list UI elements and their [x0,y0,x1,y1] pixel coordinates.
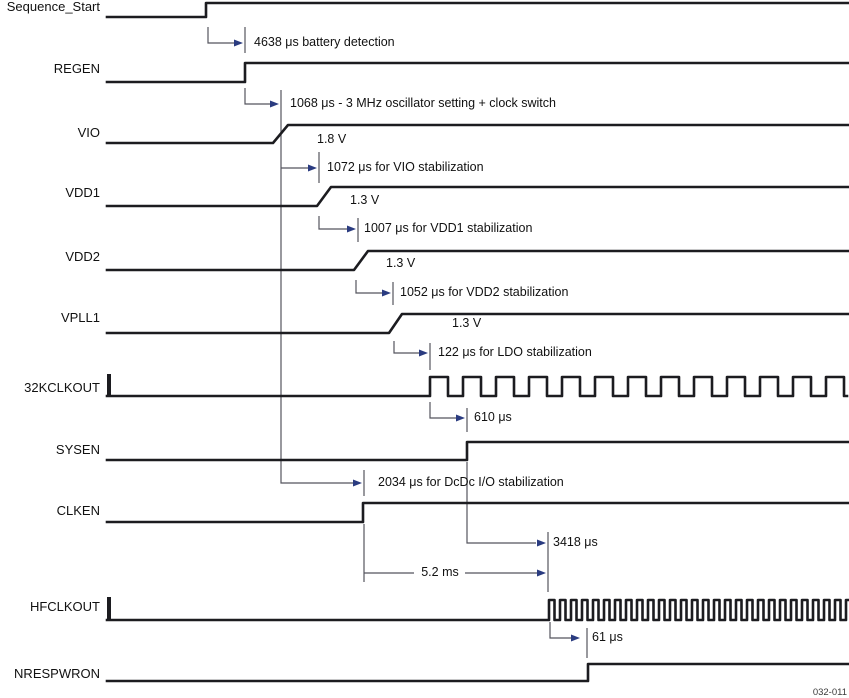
waveform-sequence-start [105,1,849,19]
signal-label-clken: CLKEN [56,503,100,518]
measure-osc-connector [244,88,272,105]
measure-3418-connector [466,462,536,544]
arrowheads [234,39,580,642]
signal-label-vio: VIO [77,125,100,140]
arrowhead-610 [456,414,465,422]
arrowhead-osc [270,100,279,108]
waveforms [105,1,849,683]
signal-label-vpll1: VPLL1 [60,310,100,325]
annotation-oscillator-setting: 1068 μs - 3 MHz oscillator setting + clo… [290,96,556,110]
waveform-regen [105,61,849,84]
signal-label-sysen: SYSEN [55,442,100,457]
waveform-vpll1 [105,312,849,335]
measure-battery-connector [207,27,237,44]
signal-label-nrespwron: NRESPWRON [14,666,100,681]
annotation-vio-stabilization: 1072 μs for VIO stabilization [327,160,484,174]
arrowhead-52ms [537,569,546,577]
annotation-vdd2-stabilization: 1052 μs for VDD2 stabilization [400,285,569,299]
signal-label-vdd2: VDD2 [65,249,100,264]
arrowhead-vio [308,164,317,172]
arrowhead-vdd2 [382,289,391,297]
annotation-3418us: 3418 μs [553,535,598,549]
annotation-battery-detection: 4638 μs battery detection [254,35,395,49]
signal-label-32kclkout: 32KCLKOUT [24,380,100,395]
measure-610-connector [429,402,458,419]
signal-label-sequence-start: Sequence_Start [6,0,100,14]
signal-label-regen: REGEN [53,61,100,76]
voltage-label-vio: 1.8 V [317,132,347,146]
arrowhead-3418 [537,539,546,547]
arrowhead-battery [234,39,243,47]
waveform-clken [105,501,849,524]
waveform-vio [105,123,849,145]
waveform-sysen [105,440,849,462]
annotation-61us: 61 μs [592,630,623,644]
measure-vdd1-stab-connector [318,216,349,230]
arrowhead-vdd1 [347,225,356,233]
signal-label-vdd1: VDD1 [65,185,100,200]
voltage-label-vpll1: 1.3 V [452,316,482,330]
arrowhead-ldo [419,349,428,357]
voltage-label-vdd2: 1.3 V [386,256,416,270]
measure-vio-rise-refline [280,90,354,484]
annotation-dcdc-io-stabilization: 2034 μs for DcDc I/O stabilization [378,475,564,489]
annotation-610us: 610 μs [474,410,512,424]
arrowhead-61 [571,634,580,642]
arrowhead-dcdc [353,479,362,487]
waveform-vdd1 [105,185,849,208]
annotation-vdd1-stabilization: 1007 μs for VDD1 stabilization [364,221,533,235]
waveform-32kclkout [105,375,849,398]
measure-ldo-stab-connector [393,341,421,354]
annotation-52ms: 5.2 ms [421,565,459,579]
waveform-hfclkout [105,598,849,622]
waveform-nrespwron [105,662,849,683]
voltage-label-vdd1: 1.3 V [350,193,380,207]
waveform-vdd2 [105,249,849,272]
annotation-ldo-stabilization: 122 μs for LDO stabilization [438,345,592,359]
figure-id-label: 032-011 [812,687,847,698]
measure-vdd2-stab-connector [355,280,385,294]
measure-61-connector [549,622,572,639]
signal-label-hfclkout: HFCLKOUT [29,599,100,614]
measurement-lines [207,27,588,658]
